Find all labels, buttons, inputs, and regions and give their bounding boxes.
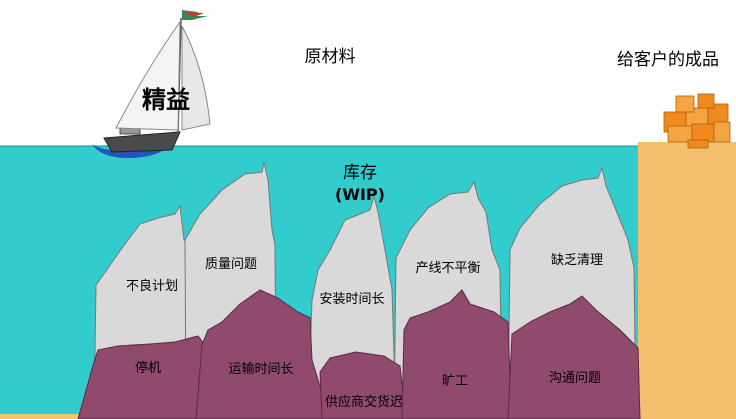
raw-material-label: 原材料 <box>305 47 356 67</box>
lower-rock-label: 沟通问题 <box>549 371 601 386</box>
lower-rock-label: 旷工 <box>442 374 468 389</box>
upper-rock-label: 不良计划 <box>126 278 178 294</box>
lean-label: 精益 <box>142 86 190 114</box>
inventory-label: 库存 <box>343 163 377 183</box>
finished-goods-label: 给客户的成品 <box>617 50 719 70</box>
lower-rock-label: 停机 <box>135 360 161 376</box>
upper-rock-label: 产线不平衡 <box>415 261 480 276</box>
finished-goods-boxes-icon <box>663 93 731 149</box>
lower-rock-label: 供应商交货迟 <box>325 394 403 410</box>
rock-communication <box>507 295 641 419</box>
lower-rock-label: 运输时间长 <box>228 361 293 377</box>
upper-rock-label: 缺乏清理 <box>551 253 603 268</box>
shore <box>638 142 736 419</box>
upper-rock-label: 安装时间长 <box>319 292 384 307</box>
upper-rock-label: 质量问题 <box>205 257 257 272</box>
rock-long-transport <box>195 289 331 419</box>
wip-label: (WIP) <box>335 185 385 204</box>
sailboat-icon <box>92 10 211 158</box>
